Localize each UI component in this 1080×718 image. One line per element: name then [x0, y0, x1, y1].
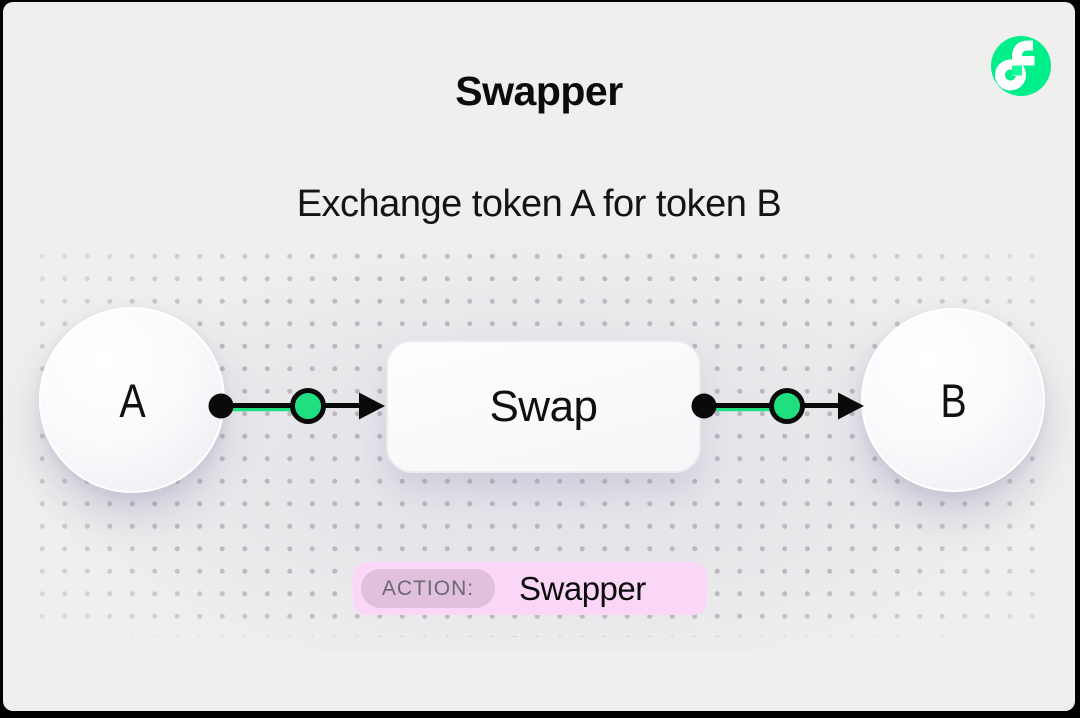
action-badge-label: ACTION: — [381, 576, 475, 600]
token-b-node: B — [861, 308, 1045, 492]
action-badge-value: Swapper — [519, 569, 646, 607]
canvas-card: Swapper Exchange token A for token B A S… — [3, 2, 1075, 711]
action-badge-label-pill: ACTION: — [361, 569, 495, 608]
connector-arrows — [208, 388, 864, 424]
token-b-label: B — [940, 373, 966, 427]
swap-process-node: Swap — [386, 340, 701, 473]
page-title: Swapper — [455, 68, 623, 114]
token-a-label: A — [119, 373, 145, 427]
connector-a-to-swap — [208, 388, 385, 424]
connector-swap-to-b — [691, 388, 864, 424]
swap-label: Swap — [489, 381, 598, 431]
page-subtitle: Exchange token A for token B — [296, 183, 782, 225]
flow-logo-icon — [991, 36, 1051, 96]
action-badge: ACTION: Swapper — [353, 562, 707, 615]
